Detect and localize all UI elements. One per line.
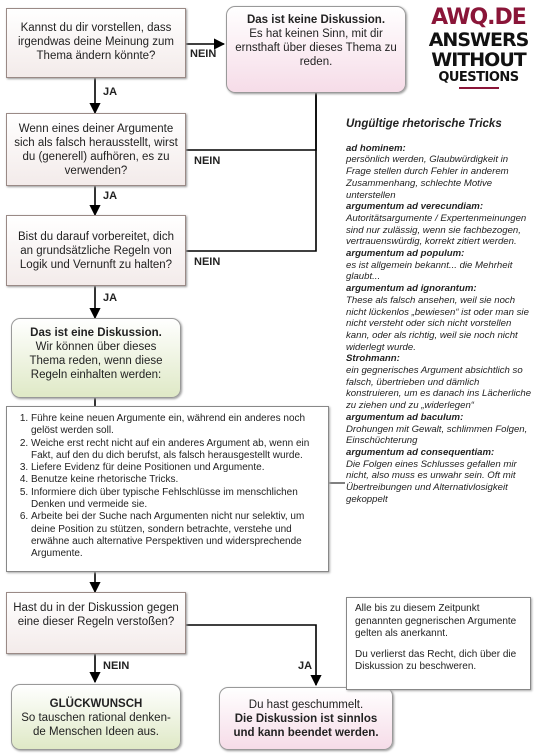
line-q2-no	[186, 93, 317, 151]
arrow-q3-no	[186, 80, 322, 252]
no-discussion-text: Es hat keinen Sinn, mit dir ernsthaft üb…	[235, 28, 397, 68]
note-paragraph-2: Du verlierst das Recht, dich über die Di…	[355, 648, 517, 673]
rule-item: Liefere Evidenz für deine Positionen und…	[31, 462, 322, 474]
no-label: NEIN	[190, 48, 217, 60]
trick-name: ad hominem:	[346, 142, 406, 154]
trick-name: argumentum ad ignorantum:	[346, 283, 477, 295]
cheated-line-1: Du hast geschummelt.	[248, 699, 364, 711]
trick-name: argumentum ad verecundiam:	[346, 201, 484, 213]
logo-line-2: ANSWERS	[428, 29, 530, 51]
tricks-heading: Ungültige rhetorische Tricks	[346, 118, 502, 130]
question-2: Wenn eines deiner Argumente sich als fal…	[6, 113, 186, 186]
congrats-title: GLÜCKWUNSCH	[49, 698, 143, 710]
rule-item: Benutze keine rhetorische Tricks.	[31, 474, 322, 486]
trick-name: argumentum ad consequentiam:	[346, 446, 495, 458]
trick-description: Die Folgen eines Schlusses gefallen mir …	[346, 458, 517, 505]
discussion-text: Wir können über dieses Thema reden, wenn…	[29, 341, 163, 381]
congrats-box: GLÜCKWUNSCH So tauschen rational denken-…	[11, 684, 181, 750]
yes-label: JA	[103, 190, 118, 202]
trick-description: These als falsch ansehen, weil sie noch …	[346, 294, 529, 353]
consequence-note: Alle bis zu diesem Zeitpunkt genannten g…	[346, 597, 531, 690]
logo-underline	[458, 87, 499, 89]
cheated-line-2: Die Diskussion ist sinnlos und kann been…	[233, 713, 379, 739]
trick-description: persönlich werden, Glaubwürdigkeit in Fr…	[346, 154, 509, 201]
discussion-title: Das ist eine Diskussion.	[30, 327, 162, 339]
discussion-box: Das ist eine Diskussion. Wir können über…	[11, 318, 181, 398]
trick-name: argumentum ad populum:	[346, 248, 465, 260]
trick-name: Strohmann:	[346, 353, 400, 365]
note-paragraph-1: Alle bis zu diesem Zeitpunkt genannten g…	[355, 603, 517, 639]
trick-name: argumentum ad baculum:	[346, 411, 464, 423]
no-label: NEIN	[103, 660, 130, 672]
rule-item: Weiche erst recht nicht auf ein anderes …	[31, 438, 322, 463]
no-discussion-box: Das ist keine Diskussion. Es hat keinen …	[226, 6, 406, 93]
logo-line-4: QUESTIONS	[438, 70, 519, 85]
rules-list: Führe keine neuen Argumente ein, während…	[6, 406, 329, 572]
trick-description: Drohungen mit Gewalt, schlimmen Folgen, …	[346, 423, 528, 447]
trick-description: es ist allgemein bekannt... die Mehrheit…	[346, 259, 513, 283]
question-4: Hast du in der Diskussion gegen eine die…	[6, 592, 186, 654]
rule-item: Informiere dich über typische Fehlschlüs…	[31, 487, 322, 512]
no-discussion-title: Das ist keine Diskussion.	[246, 14, 386, 26]
congrats-text: So tauschen rational denken-de Menschen …	[21, 712, 171, 738]
awq-logo: AWQ.DE ANSWERS WITHOUT QUESTIONS	[427, 6, 530, 108]
arrow-q4-yes	[186, 624, 322, 687]
logo-line-1: AWQ.DE	[431, 5, 527, 30]
rhetorical-tricks-list: Ungültige rhetorische Tricks ad hominem:…	[346, 118, 534, 506]
yes-label: JA	[103, 86, 118, 98]
question-3: Bist du darauf vorbereitet, dich an grun…	[6, 215, 186, 286]
yes-label: JA	[298, 660, 313, 672]
trick-description: ein gegnerisches Argument absichtlich so…	[346, 365, 532, 412]
no-label: NEIN	[194, 256, 221, 268]
yes-label: JA	[103, 292, 118, 304]
logo-line-3: WITHOUT	[431, 49, 526, 71]
rule-item: Führe keine neuen Argumente ein, während…	[31, 413, 322, 438]
cheated-box: Du hast geschummelt. Die Diskussion ist …	[219, 687, 393, 750]
question-1: Kannst du dir vorstellen, dass irgendwas…	[6, 8, 186, 78]
trick-description: Autoritätsargumente / Expertenmeinungen …	[346, 212, 527, 248]
rule-item: Arbeite bei der Suche nach Argumenten ni…	[31, 511, 322, 560]
no-label: NEIN	[194, 155, 221, 167]
